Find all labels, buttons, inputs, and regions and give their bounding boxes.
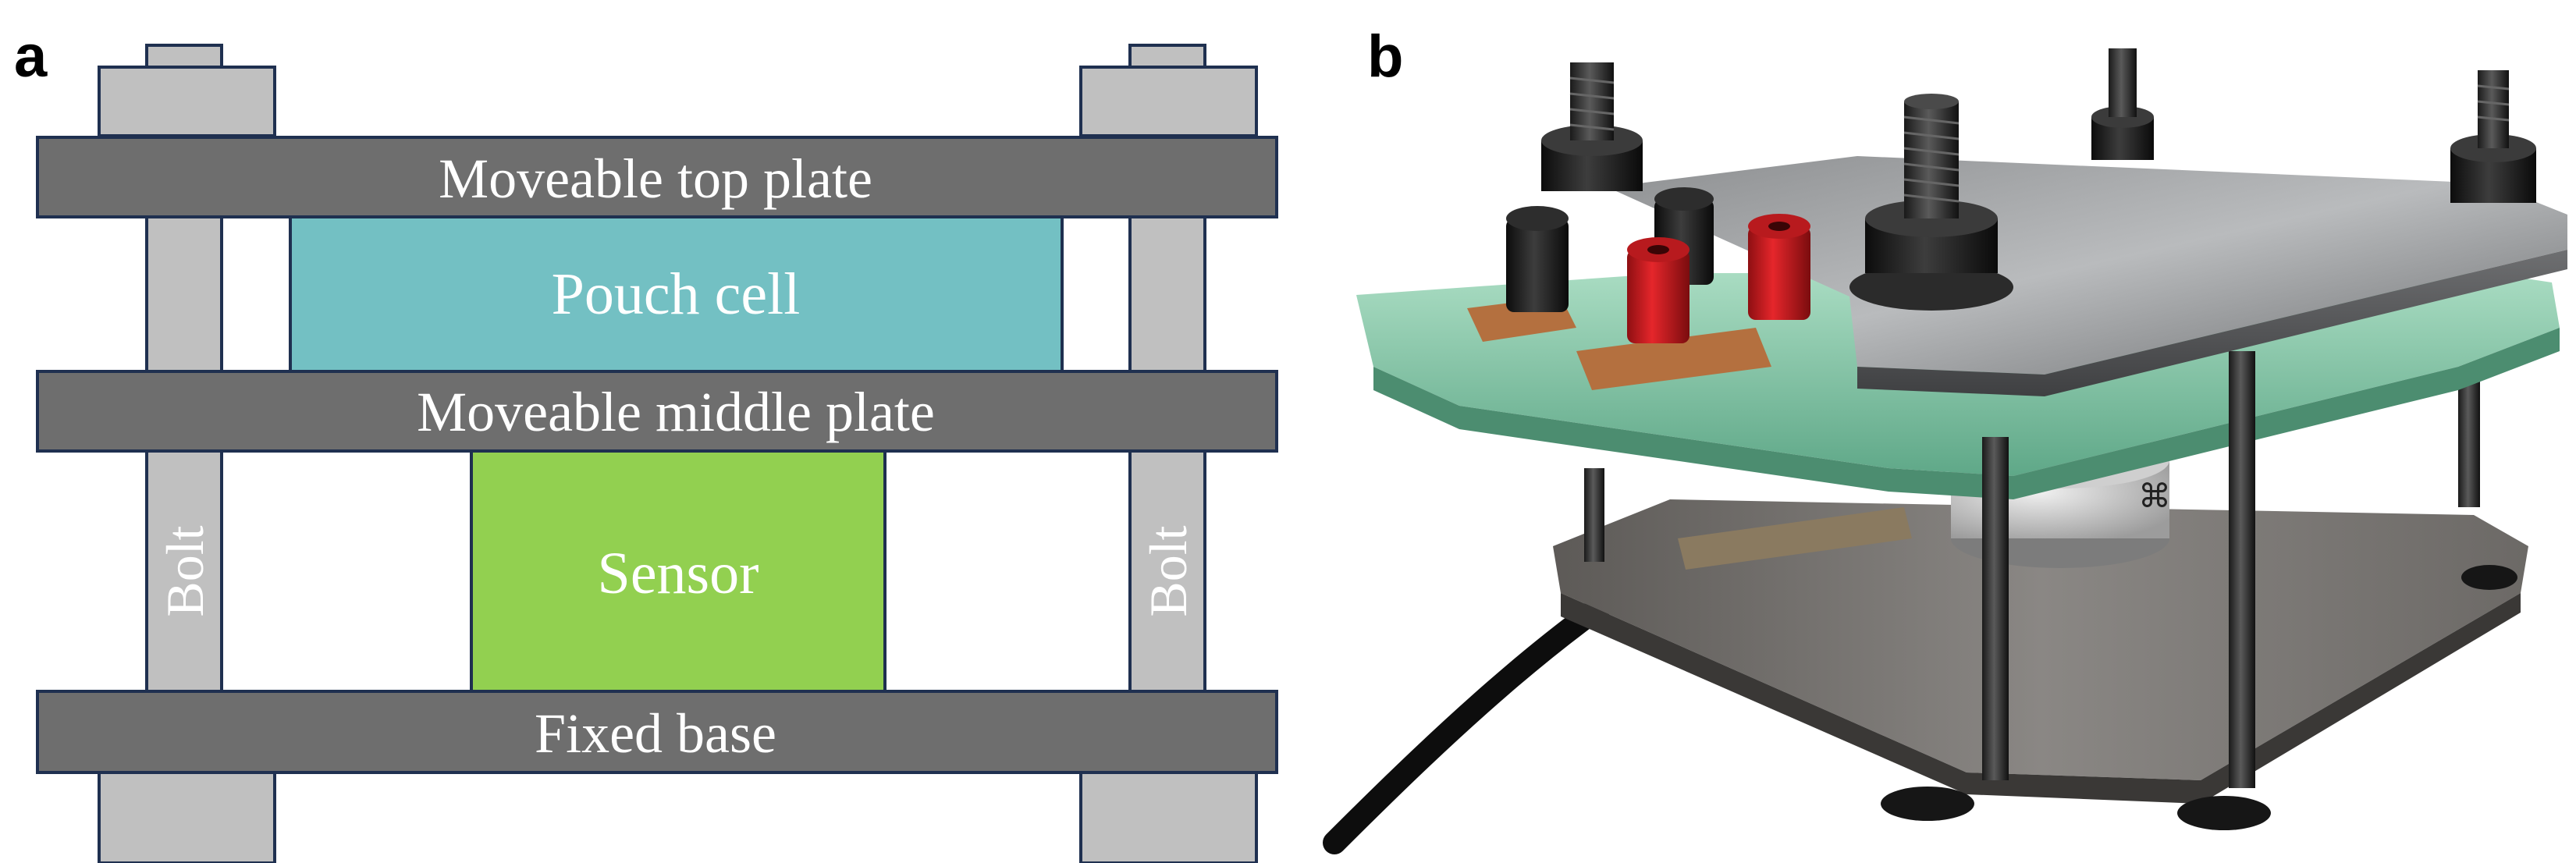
fixed-base [36,690,1278,774]
nut-bottom-right [1079,771,1258,863]
sensor-marking: ⌘ [2138,477,2171,515]
panel-label-b: b [1367,23,1403,90]
top-plate-steel [1608,156,2567,375]
panel-label-a: a [14,23,48,90]
pouch-cell-label: Pouch cell [552,261,801,327]
base-plate-edge [1561,593,2521,804]
nut-top-left [98,66,276,137]
terminal-red-left [1627,237,1690,343]
sensor-label: Sensor [598,541,759,606]
bolt-label-right: Bolt [1139,525,1198,616]
rod-back-right [2458,375,2480,507]
copper-tab-right [1576,328,1771,390]
bolt-label-left: Bolt [155,525,215,616]
middle-plate-label: Moveable middle plate [417,381,935,443]
foot-front-left [1881,787,1974,821]
nut-bottom-left [98,771,276,863]
nut-back-left [1541,62,1643,191]
foot-front-right [2177,796,2271,830]
base-plate [1553,499,2528,780]
moveable-top-plate [36,136,1278,218]
pouch-cell [289,215,1064,373]
fixed-base-label: Fixed base [535,702,776,765]
nut-back-right [2450,70,2536,203]
top-plate-steel-edge [1857,250,2567,396]
top-plate-label: Moveable top plate [439,147,872,210]
schematic-diagram: a Moveable top plate Pouch cell Moveable… [14,23,1278,863]
bolt-head-top-left [145,44,223,70]
rod-front-right [2229,351,2255,788]
rod-back-left [1584,468,1604,562]
rod-front-left [1982,437,2009,780]
nut-top-right [1079,66,1258,137]
nut-back-center [2091,48,2154,160]
sensor-connector [1678,507,1912,570]
sensor [470,449,886,693]
device-photo: b ⌘ [1323,0,2576,863]
foot-back-right [2461,565,2517,590]
terminal-black-left [1506,206,1569,312]
bolt-head-top-right [1128,44,1206,70]
terminal-red-right [1748,214,1810,320]
middle-plate-green-edge [1373,328,2560,499]
nut-front-center [1849,94,2013,311]
